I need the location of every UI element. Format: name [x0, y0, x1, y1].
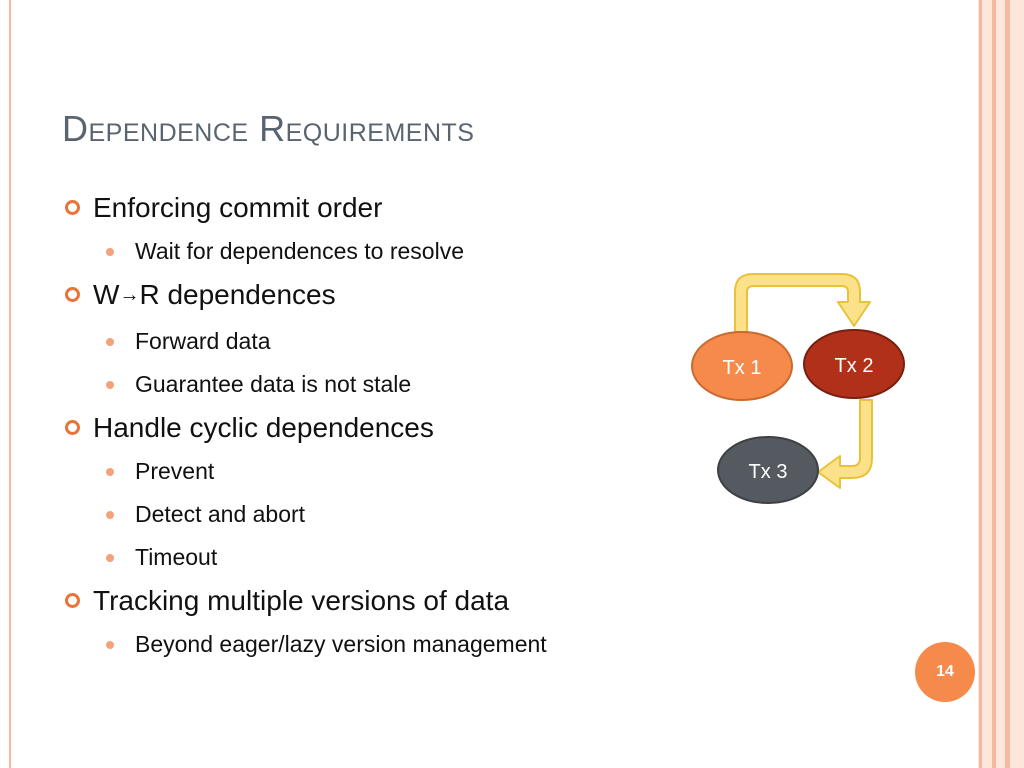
right-border-line-1	[979, 0, 982, 768]
node-tx2-label: Tx 2	[835, 355, 874, 377]
left-border-line	[9, 0, 11, 768]
bullet-handle-cyclic: Handle cyclic dependences	[62, 406, 682, 450]
sub-bullet-text: Timeout	[135, 544, 218, 570]
sub-bullet-text: Beyond eager/lazy version management	[135, 631, 547, 657]
sub-bullet-detect-abort: Detect and abort	[62, 493, 682, 536]
bullet-ring-icon	[65, 200, 80, 215]
sub-bullet-dot-icon	[106, 248, 114, 256]
sub-bullet-text: Detect and abort	[135, 501, 306, 527]
sub-bullet-prevent: Prevent	[62, 450, 682, 493]
sub-bullet-timeout: Timeout	[62, 536, 682, 579]
page-number-badge: 14	[915, 642, 975, 702]
node-tx3-label: Tx 3	[749, 461, 788, 483]
sub-bullet-text: Forward data	[135, 328, 271, 354]
bullet-text: Handle cyclic dependences	[93, 412, 434, 443]
sub-bullet-text: Guarantee data is not stale	[135, 371, 412, 397]
sub-bullet-beyond-eager-lazy: Beyond eager/lazy version management	[62, 623, 682, 666]
node-tx3-ellipse	[717, 436, 819, 504]
arrow-tx2-to-tx3	[817, 399, 873, 489]
sub-bullet-dot-icon	[106, 641, 114, 649]
right-arrow-icon: →	[119, 284, 140, 306]
right-border-band	[978, 0, 1024, 768]
sub-bullet-dot-icon	[106, 554, 114, 562]
slide-title: Dependence Requirements	[62, 108, 475, 149]
sub-bullet-dot-icon	[106, 338, 114, 346]
sub-bullet-dot-icon	[106, 511, 114, 519]
bullet-ring-icon	[65, 287, 80, 302]
sub-bullet-dot-icon	[106, 468, 114, 476]
bullet-ring-icon	[65, 593, 80, 608]
bullet-w-r-dependences: W→R dependences	[62, 273, 682, 320]
sub-bullet-text: Wait for dependences to resolve	[135, 238, 464, 264]
bullet-enforcing-commit-order: Enforcing commit order	[62, 186, 682, 230]
sub-bullet-forward-data: Forward data	[62, 320, 682, 363]
sub-bullet-dot-icon	[106, 381, 114, 389]
node-tx1-ellipse	[691, 331, 793, 401]
arrow-tx1-to-tx2	[734, 273, 871, 333]
dependence-diagram: Tx 1 Tx 2 Tx 3	[691, 273, 905, 504]
node-tx2-ellipse	[803, 329, 905, 399]
right-border-line-2	[992, 0, 996, 768]
right-border-line-3	[1005, 0, 1010, 768]
bullet-text: Tracking multiple versions of data	[93, 585, 510, 616]
bullet-list: Enforcing commit order Wait for dependen…	[62, 186, 682, 666]
bullet-text: Enforcing commit order	[93, 192, 383, 223]
sub-bullet-text: Prevent	[135, 458, 215, 484]
bullet-tracking-versions: Tracking multiple versions of data	[62, 579, 682, 623]
sub-bullet-wait: Wait for dependences to resolve	[62, 230, 682, 273]
node-tx1-label: Tx 1	[723, 357, 762, 379]
bullet-ring-icon	[65, 420, 80, 435]
sub-bullet-guarantee: Guarantee data is not stale	[62, 363, 682, 406]
bullet-text-part-2: R dependences	[139, 279, 336, 310]
bullet-text-part-1: W	[93, 279, 120, 310]
